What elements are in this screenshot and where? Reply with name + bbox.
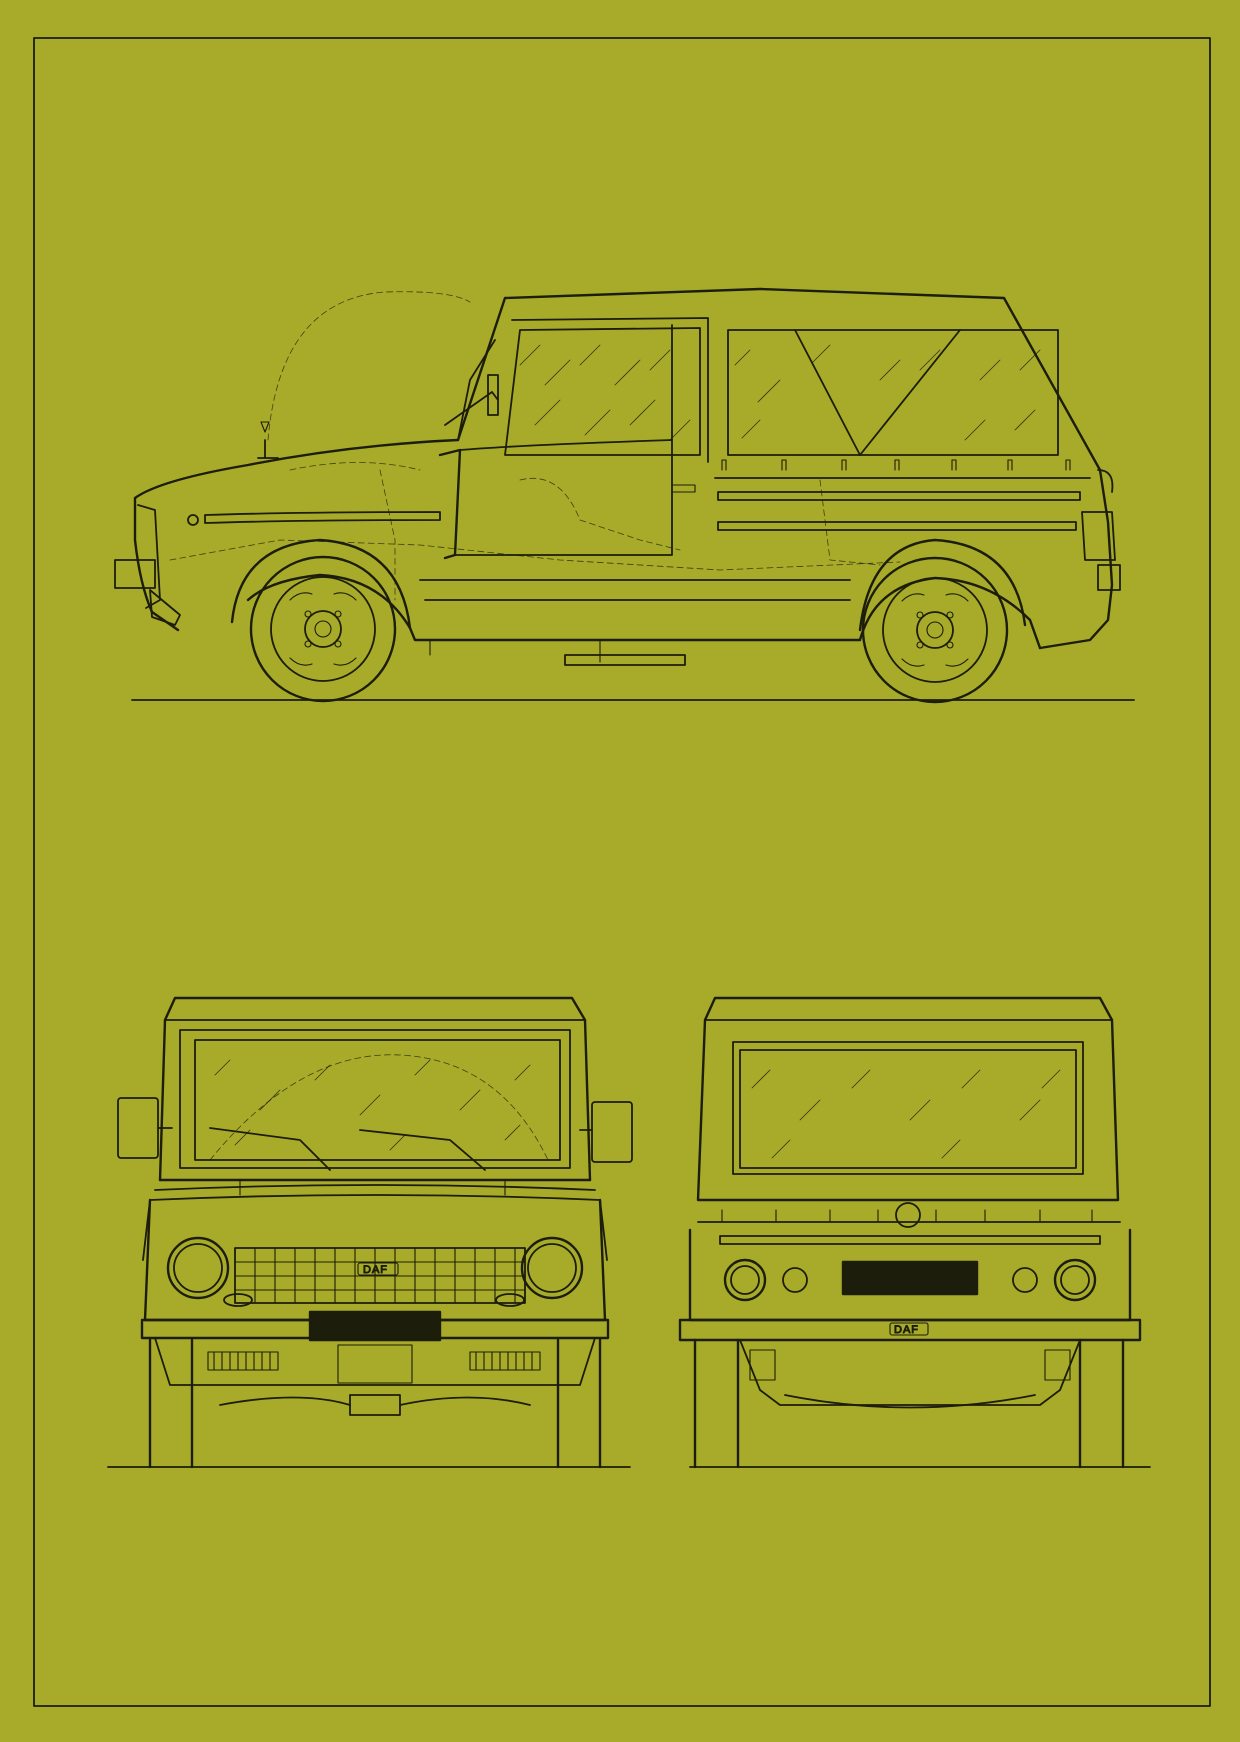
rear-badge-text: DAF — [894, 1324, 919, 1336]
front-view-drawing: DAF — [107, 996, 633, 1469]
rear-view-drawing: DAF — [678, 996, 1151, 1469]
side-view-drawing — [114, 287, 1135, 704]
sheet-border — [33, 37, 1211, 1707]
front-badge-text: DAF — [363, 1264, 388, 1276]
